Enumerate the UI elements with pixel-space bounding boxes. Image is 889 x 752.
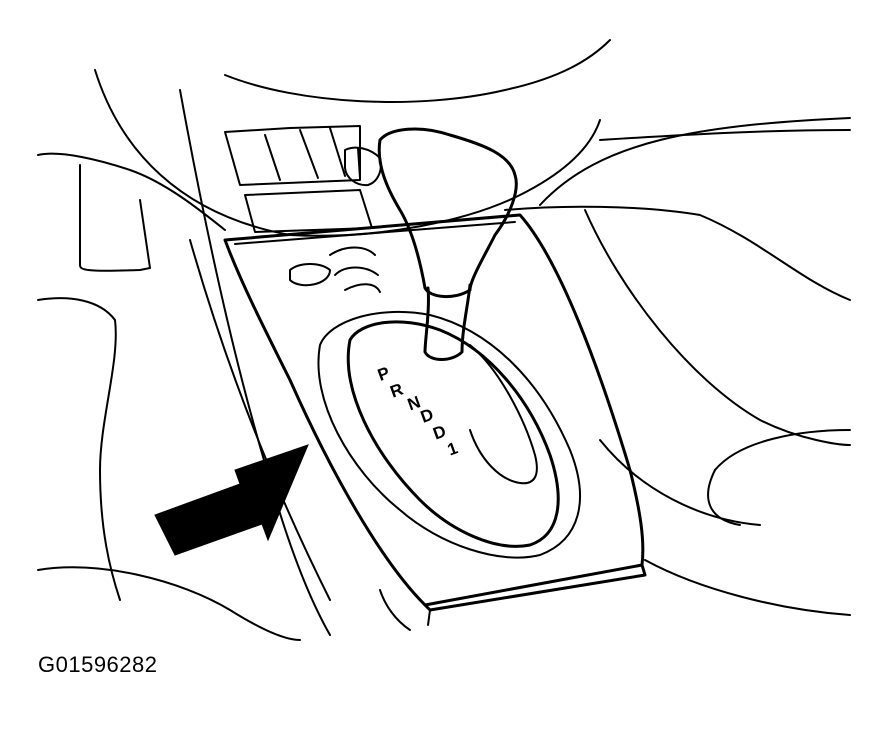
knob-mid (329, 246, 376, 256)
dashboard-curve (224, 39, 611, 103)
shifter-stem (423, 283, 472, 361)
shifter-knob-button (344, 146, 382, 187)
left-console-line-1 (179, 89, 331, 636)
console-side (427, 609, 431, 626)
console-bezel-outer (223, 213, 645, 607)
shifter-knob-button-seam (357, 147, 361, 179)
dash-right-line (539, 117, 851, 206)
left-console-line-2 (189, 239, 331, 601)
vent-slat-3 (329, 127, 346, 177)
gear-label-r: R (388, 380, 406, 402)
figure-id-label: G01596282 (38, 652, 158, 677)
right-seat-top (504, 205, 851, 301)
vent-slat-2 (299, 129, 319, 179)
gear-label-d: D (430, 421, 448, 443)
gear-label-d-overdrive: D (418, 405, 436, 427)
right-seat-line-2 (599, 439, 761, 526)
vent-upper (224, 125, 361, 186)
dashboard-lower-curve (94, 69, 601, 237)
left-seat (37, 297, 121, 601)
right-console-line (584, 209, 851, 446)
right-seat (714, 429, 851, 471)
console-bezel-front (423, 563, 647, 612)
arrow-icon (154, 444, 309, 556)
console-inner-rim (234, 221, 516, 245)
knob-right-arc (344, 283, 381, 293)
gear-label-1: 1 (445, 438, 460, 459)
dash-right-line-2 (599, 129, 851, 141)
gate-slot (469, 344, 538, 485)
left-panel-top (37, 152, 226, 231)
vent-slat-1 (264, 134, 281, 181)
right-floor (644, 559, 851, 616)
gate-inner (346, 320, 560, 548)
gear-label-n: N (405, 392, 423, 414)
right-seat-curve (707, 469, 741, 526)
knob-mid-2 (334, 266, 379, 276)
shifter-knob (377, 127, 518, 298)
vent-lower (244, 189, 373, 233)
console-lower-left (379, 589, 411, 631)
left-seat-bottom (37, 566, 301, 641)
knob-left (289, 263, 331, 287)
left-panel-box (79, 164, 151, 272)
gear-label-p: P (375, 363, 392, 385)
